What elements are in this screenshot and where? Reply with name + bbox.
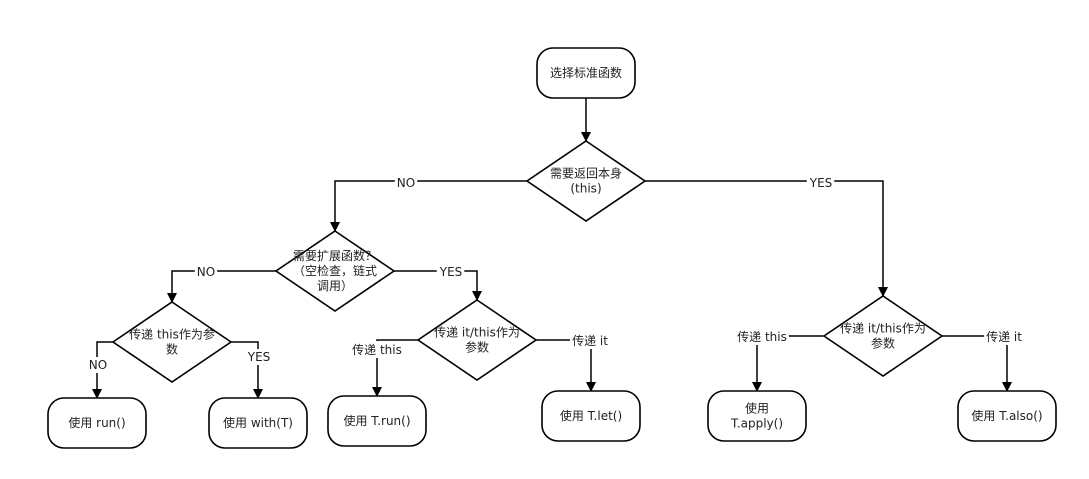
edge-this-branch-t-run <box>372 339 418 397</box>
edge-label-yes-2: YES <box>436 264 465 280</box>
edge-label-text: NO <box>197 265 215 279</box>
edge-label-text: YES <box>247 350 271 364</box>
edge-no-branch-run <box>92 341 113 399</box>
edge-yes-branch-pass-it <box>394 270 482 301</box>
edge-no-branch-pass-this <box>167 270 276 303</box>
edge-label-yes-3: YES <box>244 349 273 365</box>
node-label-line: 传递 it/this作为 <box>434 325 520 340</box>
edge-label-pass-it-right: 传递 it <box>984 328 1025 345</box>
edge-label-yes-1: YES <box>806 175 835 191</box>
edge-label-background <box>436 264 465 280</box>
decision-diamond <box>525 140 647 222</box>
node-label-line: 调用） <box>317 279 353 293</box>
edge-labels-layer: NO YES NO YES NO YES 传递 this 传递 it 传递 this 传递 it <box>86 175 1025 373</box>
node-label-line: 使用 T.also() <box>971 408 1042 423</box>
process-box <box>957 390 1057 442</box>
node-label-line: 需要返回本身 <box>550 166 622 181</box>
edge-label-text: YES <box>809 176 833 190</box>
node-start: 选择标准函数 <box>536 47 636 99</box>
edge-label-pass-this-right: 传递 this <box>735 328 789 345</box>
node-use-t-let: 使用 T.let() <box>541 390 641 442</box>
edge-label-background <box>984 328 1025 345</box>
edge-yes-branch-right <box>645 180 888 297</box>
edge-label-text: 传递 this <box>737 329 787 344</box>
edge-label-background <box>570 332 611 349</box>
node-use-with: 使用 with(T) <box>208 397 308 449</box>
node-label-line: 数 <box>166 342 178 357</box>
decision-diamond <box>274 230 396 312</box>
edge-label-no-3: NO <box>86 357 110 373</box>
edge-label-text: NO <box>89 358 107 372</box>
node-label-line: 参数 <box>465 340 489 355</box>
process-box <box>536 47 636 99</box>
edge-label-background <box>350 341 404 358</box>
decision-diamond <box>416 299 538 381</box>
edge-label-background <box>735 328 789 345</box>
process-box <box>208 397 308 449</box>
node-label-line: 使用 T.run() <box>343 413 410 428</box>
edge-label-no-1: NO <box>394 175 418 191</box>
decision-diamond <box>822 295 944 377</box>
process-box <box>327 395 427 447</box>
process-box <box>707 390 807 442</box>
node-label-line: 选择标准函数 <box>550 65 622 80</box>
edge-no-branch-extension <box>330 180 527 232</box>
edge-label-pass-this-mid: 传递 this <box>350 341 404 358</box>
node-label-line: （空检查，链式 <box>293 263 377 278</box>
node-label-line: 传递 it/this作为 <box>840 321 926 336</box>
decision-diamond <box>111 301 233 383</box>
edge-label-text: NO <box>397 176 415 190</box>
process-box <box>47 397 147 449</box>
node-use-t-also: 使用 T.also() <box>957 390 1057 442</box>
edge-label-background <box>806 175 835 191</box>
edge-label-text: YES <box>439 265 463 279</box>
node-use-run: 使用 run() <box>47 397 147 449</box>
node-label-line: (this) <box>570 182 601 196</box>
edge-label-no-2: NO <box>194 264 218 280</box>
node-need-return-this: 需要返回本身(this) <box>525 140 647 222</box>
edge-label-text: 传递 it <box>572 333 608 348</box>
node-label-line: 使用 <box>745 401 769 416</box>
node-label-line: 需要扩展函数？ <box>293 248 377 263</box>
node-label-line: 传递 this作为参 <box>129 327 215 342</box>
edge-yes-branch-with <box>231 341 263 399</box>
edge-label-background <box>86 357 110 373</box>
process-box <box>541 390 641 442</box>
node-label-line: 使用 run() <box>68 415 125 430</box>
node-label-line: 使用 T.let() <box>560 408 622 423</box>
edge-label-text: 传递 it <box>986 329 1022 344</box>
edge-label-text: 传递 this <box>352 342 402 357</box>
edge-label-background <box>394 175 418 191</box>
edge-label-background <box>194 264 218 280</box>
node-label-line: 使用 with(T) <box>223 415 293 430</box>
node-use-t-run: 使用 T.run() <box>327 395 427 447</box>
node-use-t-apply: 使用T.apply() <box>707 390 807 442</box>
node-label-line: 参数 <box>871 336 895 351</box>
edge-label-pass-it-mid: 传递 it <box>570 332 611 349</box>
edge-label-background <box>244 349 273 365</box>
node-label-line: T.apply() <box>730 417 783 431</box>
